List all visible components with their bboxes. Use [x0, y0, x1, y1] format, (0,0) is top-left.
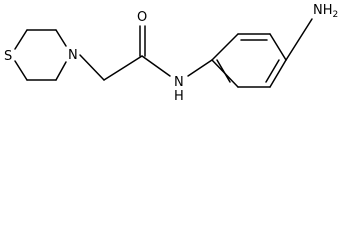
bond-ch2-co [103, 55, 143, 81]
bond-ar-amine [285, 18, 313, 61]
bond-ar-4 [269, 59, 287, 88]
amide-nitrogen-label: N [174, 75, 184, 90]
bond-n-ch2 [79, 54, 105, 81]
bond-ar-3 [269, 33, 287, 61]
bond-ar-inner-b [265, 59, 280, 83]
bond-s-c1 [14, 29, 28, 50]
bond-c4-s [14, 60, 28, 81]
thiomorpholine-ring [14, 29, 67, 81]
acetamide-linker [79, 25, 213, 81]
bond-co-nh [141, 55, 171, 77]
sulfur-atom-label: S [4, 49, 12, 64]
bond-n-c3 [55, 61, 67, 81]
bond-ar-1 [211, 33, 239, 61]
chemical-structure: S N O N H NH2 [4, 3, 338, 104]
amine-label: NH [313, 3, 333, 18]
carbonyl-oxygen-label: O [137, 10, 147, 25]
amine-subscript: 2 [333, 10, 339, 20]
ring-nitrogen-label: N [68, 48, 78, 63]
amide-hydrogen-label: H [174, 89, 184, 104]
bond-ar-inner-c [216, 59, 231, 83]
bond-nh-aryl [187, 59, 213, 77]
bond-c2-n [55, 29, 67, 47]
benzene-ring [211, 18, 313, 88]
amine-group-label: NH2 [313, 3, 338, 20]
